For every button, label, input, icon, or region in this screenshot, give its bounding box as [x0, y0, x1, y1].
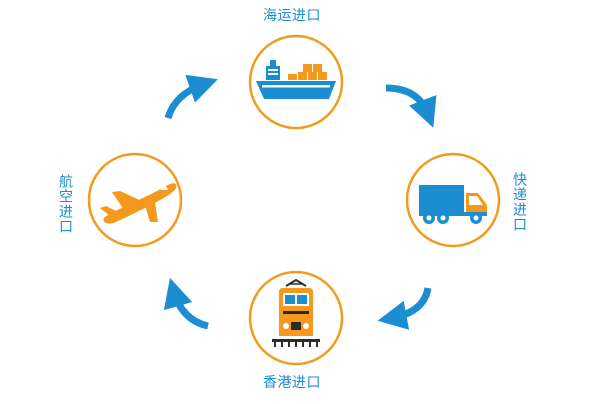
air-node: [87, 152, 183, 248]
hongkong-label: 香港进口: [263, 375, 321, 391]
hongkong-node: [248, 270, 344, 366]
air-label: 航空进口: [57, 174, 73, 234]
delivery-truck-icon: [419, 185, 487, 224]
train-icon: [272, 278, 320, 347]
airplane-icon: [100, 183, 177, 224]
sea-label: 海运进口: [263, 8, 321, 24]
express-node: [405, 152, 501, 248]
sea-node: [248, 34, 344, 130]
express-label: 快递进口: [511, 172, 527, 232]
curved-arrow-icon: [377, 287, 432, 330]
curved-arrow-icon: [385, 84, 437, 128]
cargo-ship-icon: [256, 60, 336, 99]
curved-arrow-icon: [163, 277, 209, 330]
curved-arrow-icon: [164, 74, 218, 120]
